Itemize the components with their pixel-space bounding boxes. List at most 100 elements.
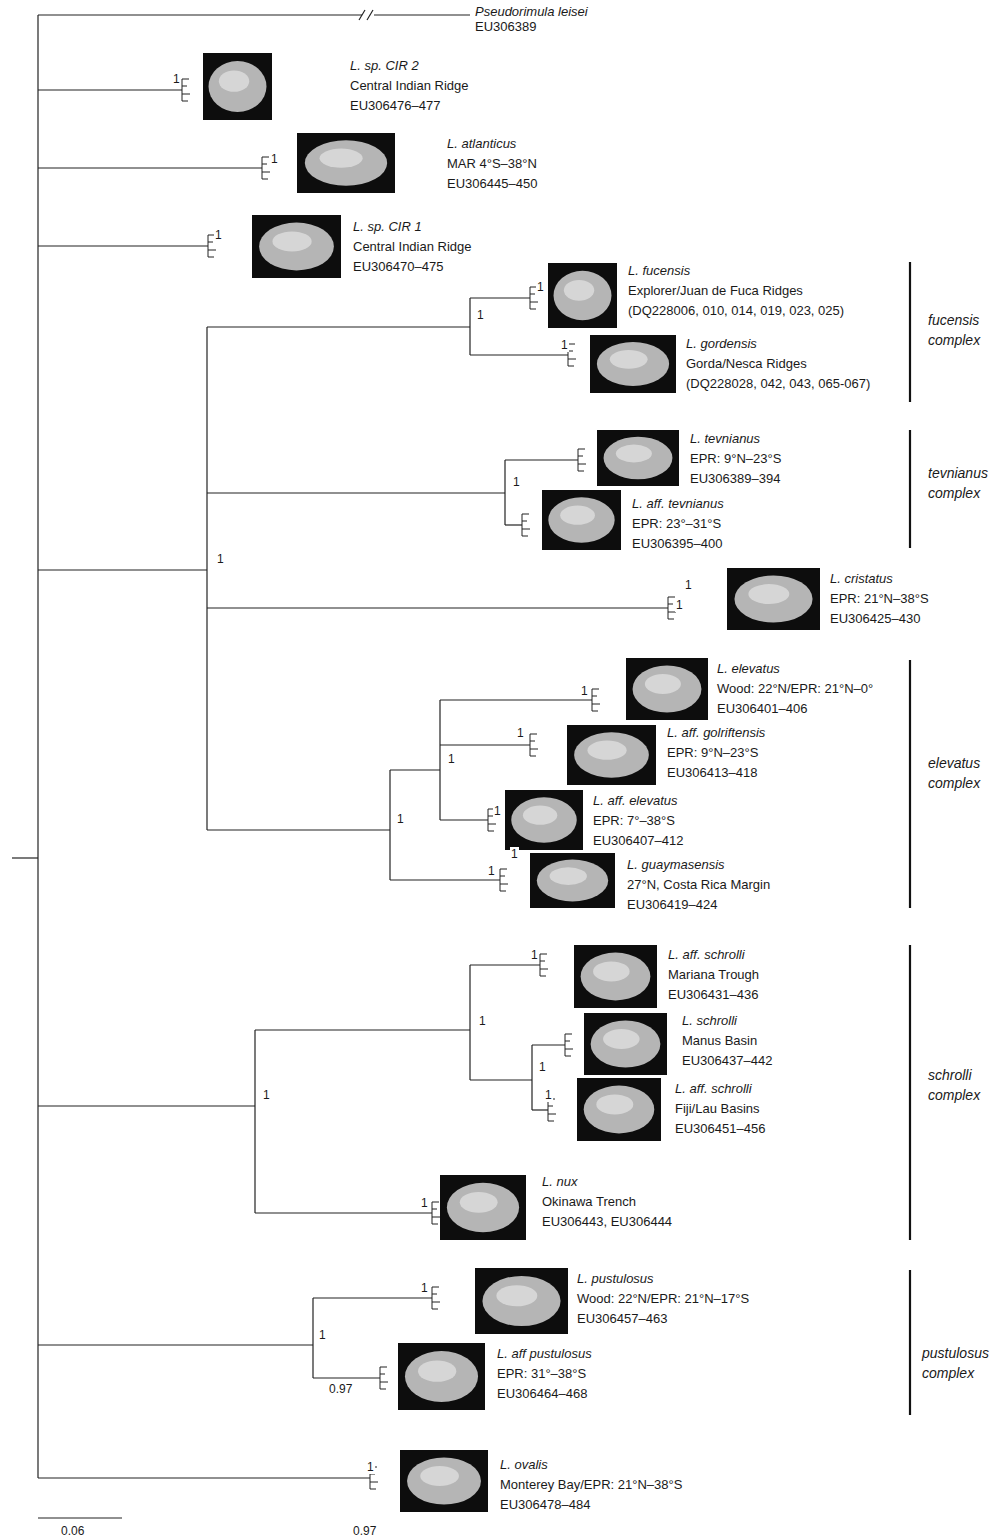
support-value: 1 <box>318 1328 327 1342</box>
accession-numbers: EU306470–475 <box>353 257 472 277</box>
taxon-name: L. guaymasensis <box>627 855 770 875</box>
taxon-name: L. schrolli <box>682 1011 772 1031</box>
clade-tips <box>262 157 270 179</box>
tree-branch <box>505 459 578 460</box>
tree-branch <box>38 1517 122 1518</box>
taxon-label: L. elevatusWood: 22°N/EPR: 21°N–0°EU3064… <box>717 659 873 719</box>
locality: 27°N, Costa Rica Margin <box>627 875 770 895</box>
tree-branch <box>389 770 390 880</box>
taxon-name: L. fucensis <box>628 261 844 281</box>
support-value: 1 <box>560 338 569 352</box>
support-value: 1 <box>270 152 279 166</box>
taxon-label: L. sp. CIR 1Central Indian RidgeEU306470… <box>353 217 472 277</box>
clade-tips <box>592 689 600 711</box>
taxon-name: L. aff pustulosus <box>497 1344 592 1364</box>
tree-branch <box>470 964 540 965</box>
taxon-label: L. guaymasensis27°N, Costa Rica MarginEU… <box>627 855 770 915</box>
taxon-label: L. tevnianusEPR: 9°N–23°SEU306389–394 <box>690 429 781 489</box>
tree-branch <box>470 297 530 298</box>
specimen-photo <box>297 133 395 193</box>
support-value: 1 <box>510 847 519 861</box>
specimen-photo <box>574 945 657 1008</box>
complex-bracket <box>909 1270 911 1415</box>
support-value: 1 <box>580 684 589 698</box>
specimen-photo <box>398 1343 485 1410</box>
support-value: 1 <box>530 948 539 962</box>
branch-break <box>367 10 373 20</box>
locality: EU306389 <box>475 19 588 34</box>
support-value: 1 <box>684 578 693 592</box>
taxon-name: L. elevatus <box>717 659 873 679</box>
taxon-label: L. aff. schrolliFiji/Lau BasinsEU306451–… <box>675 1079 765 1139</box>
support-value: 1 <box>544 1088 553 1102</box>
tree-branch <box>38 569 207 570</box>
taxon-label: L. ovalisMonterey Bay/EPR: 21°N–38°SEU30… <box>500 1455 682 1515</box>
specimen-photo <box>727 568 820 630</box>
complex-name: fucensis complex <box>928 310 1008 350</box>
taxon-name: L. tevnianus <box>690 429 781 449</box>
accession-numbers: EU306389–394 <box>690 469 781 489</box>
clade-tips <box>182 79 190 101</box>
complex-name: elevatus complex <box>928 753 1008 793</box>
support-value: 1 <box>675 598 684 612</box>
taxon-label: L. aff. schrolliMariana TroughEU306431–4… <box>668 945 759 1005</box>
tree-branch <box>38 1344 313 1345</box>
specimen-photo <box>505 790 583 850</box>
support-value: 1 <box>478 1014 487 1028</box>
specimen-photo <box>597 430 679 486</box>
specimen-photo <box>567 725 656 785</box>
locality: Manus Basin <box>682 1031 772 1051</box>
taxon-label: L. pustulosusWood: 22°N/EPR: 21°N–17°SEU… <box>577 1269 749 1329</box>
tree-branch <box>312 1298 313 1378</box>
support-value: 1 <box>493 804 502 818</box>
tree-branch <box>505 524 522 525</box>
specimen-photo <box>252 215 341 278</box>
complex-bracket <box>909 660 911 908</box>
accession-numbers: EU306395–400 <box>632 534 724 554</box>
tree-branch <box>390 769 440 770</box>
specimen-photo <box>626 658 708 720</box>
clade-tips <box>522 514 530 536</box>
support-value: 1 <box>214 228 223 242</box>
specimen-photo <box>530 853 615 908</box>
specimen-photo <box>577 1078 661 1141</box>
accession-numbers: (DQ228006, 010, 014, 019, 023, 025) <box>628 301 844 321</box>
accession-numbers: EU306401–406 <box>717 699 873 719</box>
locality: Wood: 22°N/EPR: 21°N–0° <box>717 679 873 699</box>
accession-numbers: EU306478–484 <box>500 1495 682 1515</box>
tree-branch <box>374 14 470 15</box>
taxon-name: L. aff. schrolli <box>668 945 759 965</box>
tree-branch <box>470 1079 532 1080</box>
support-value: 1 <box>536 280 545 294</box>
tree-branch <box>38 1477 370 1478</box>
complex-name: tevnianus complex <box>928 463 1008 503</box>
clade-tips <box>500 869 508 891</box>
clade-tips <box>565 1034 573 1056</box>
locality: Okinawa Trench <box>542 1192 672 1212</box>
tree-branch <box>255 1029 470 1030</box>
tree-branch <box>37 15 38 1478</box>
tree-branch <box>313 1377 380 1378</box>
complex-name: pustulosus complex <box>922 1343 1006 1383</box>
complex-bracket <box>909 945 911 1240</box>
specimen-photo <box>542 490 621 550</box>
accession-numbers: EU306445–450 <box>447 174 537 194</box>
taxon-name: L. aff. tevnianus <box>632 494 724 514</box>
taxon-name: L. aff. golriftensis <box>667 723 765 743</box>
tree-branch <box>207 492 505 493</box>
accession-numbers: (DQ228028, 042, 043, 065-067) <box>686 374 870 394</box>
scale-value: 0.06 <box>60 1524 85 1538</box>
tree-branch <box>469 965 470 1080</box>
taxon-name: L. sp. CIR 2 <box>350 56 469 76</box>
support-value: 1 <box>420 1281 429 1295</box>
support-value: 0.97 <box>328 1382 353 1396</box>
taxon-name: L. ovalis <box>500 1455 682 1475</box>
tree-branch <box>439 700 440 820</box>
taxon-label: Pseudorimula leiseiEU306389 <box>475 4 588 34</box>
taxon-label: L. aff pustulosusEPR: 31°–38°SEU306464–4… <box>497 1344 592 1404</box>
taxon-name: L. nux <box>542 1172 672 1192</box>
tree-branch <box>206 327 207 830</box>
accession-numbers: EU306437–442 <box>682 1051 772 1071</box>
taxon-name: L. aff. schrolli <box>675 1079 765 1099</box>
locality: EPR: 21°N–38°S <box>830 589 929 609</box>
